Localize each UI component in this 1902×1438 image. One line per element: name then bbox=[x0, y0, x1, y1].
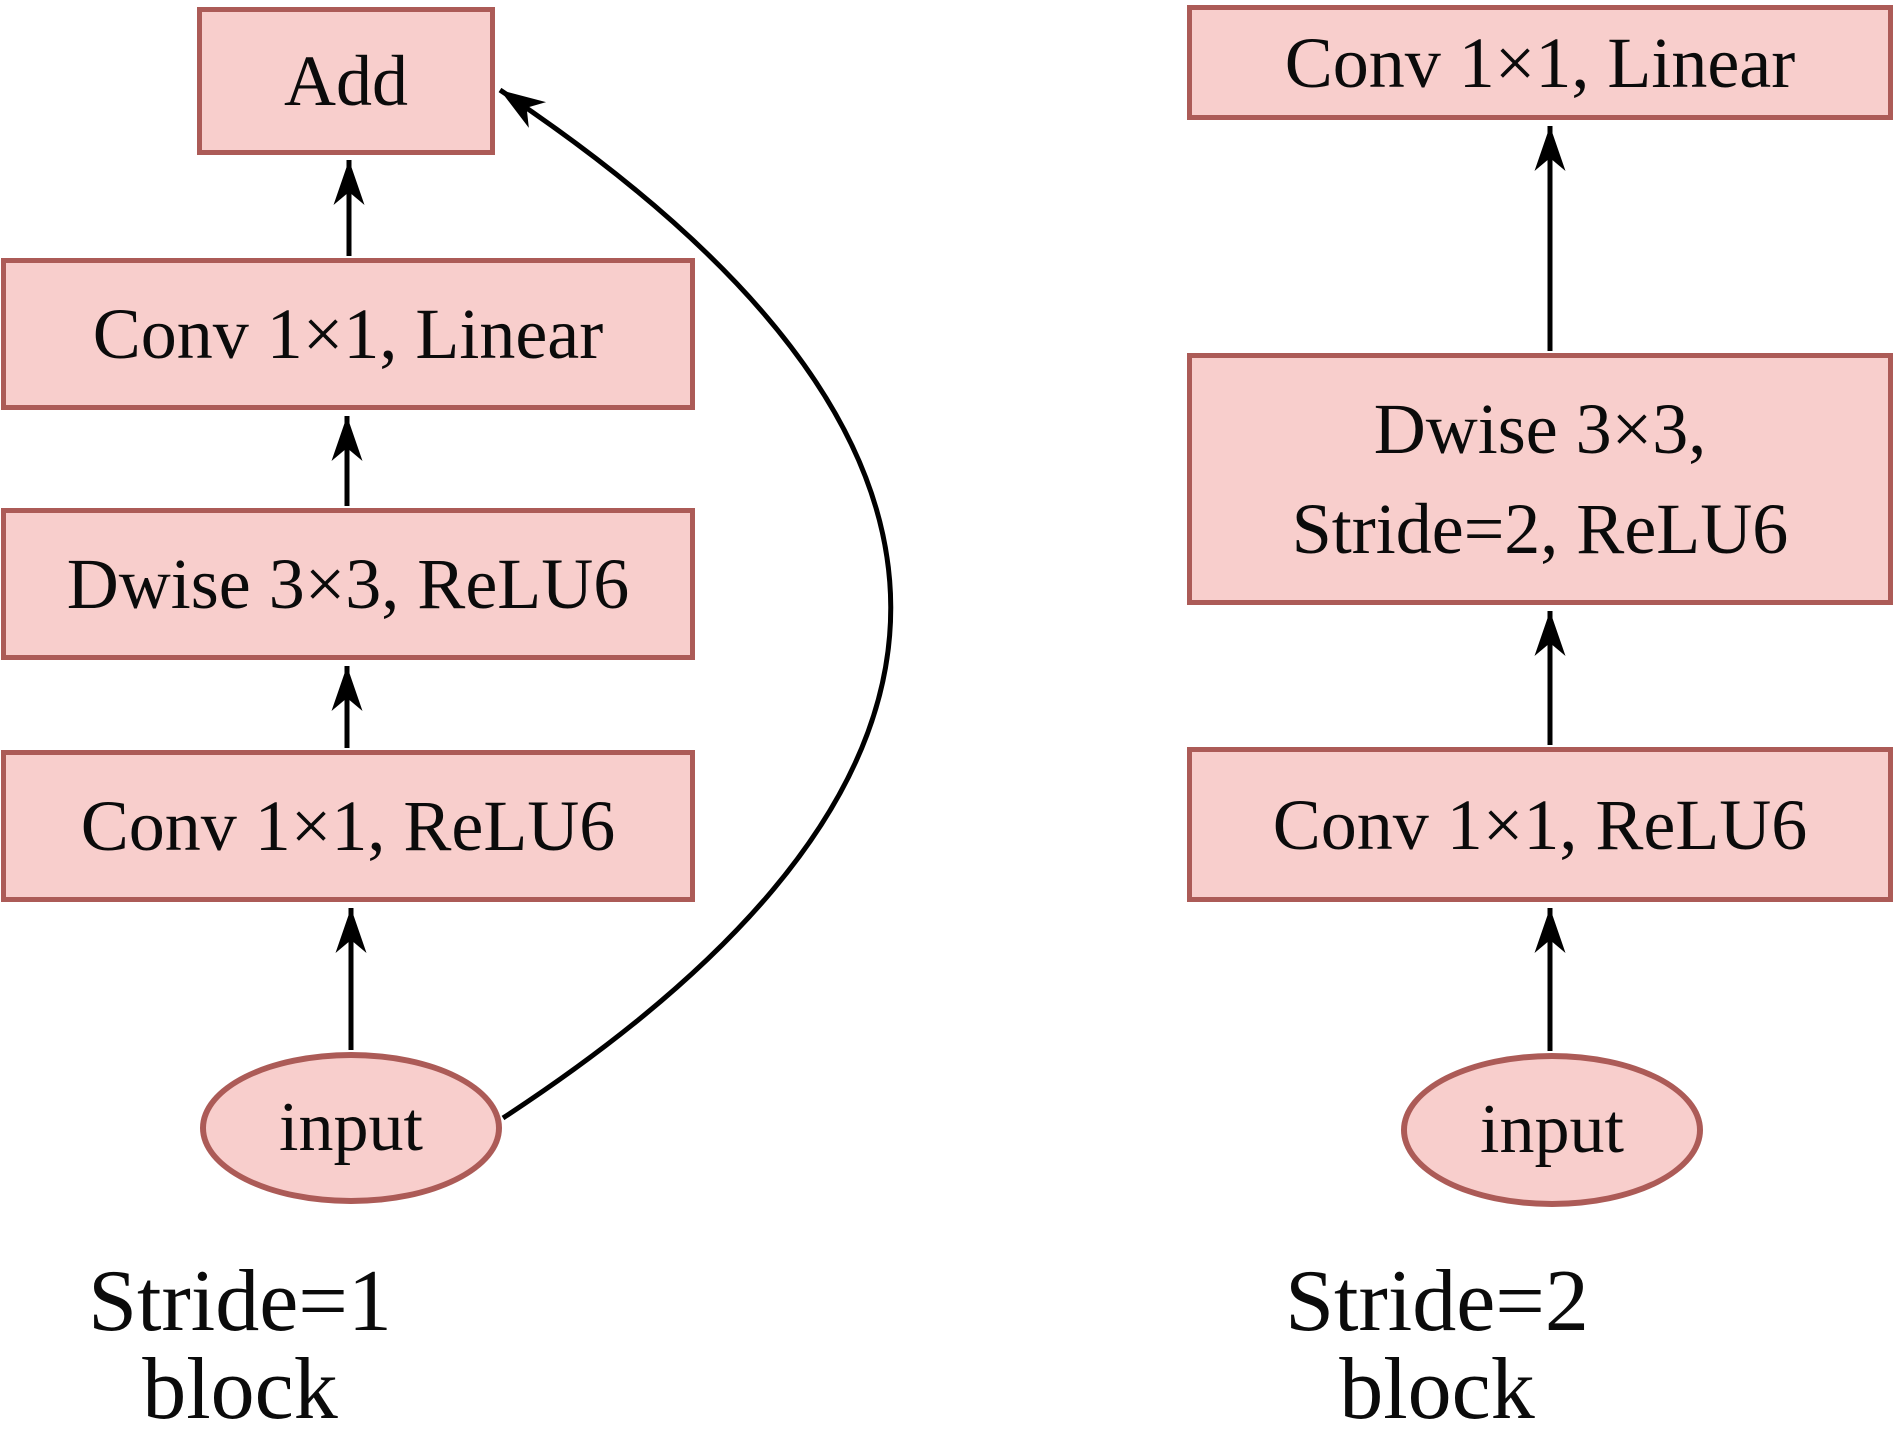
conv-linear-label-right: Conv 1×1, Linear bbox=[1284, 22, 1796, 103]
input-ellipse-right: input bbox=[1401, 1053, 1703, 1207]
dwise-label-right: Dwise 3×3, Stride=2, ReLU6 bbox=[1292, 393, 1789, 565]
input-ellipse-left: input bbox=[200, 1052, 502, 1204]
conv-relu-node-right: Conv 1×1, ReLU6 bbox=[1187, 747, 1893, 902]
add-label: Add bbox=[284, 41, 408, 121]
diagram-canvas: Add Conv 1×1, Linear Dwise 3×3, ReLU6 Co… bbox=[1, 5, 1893, 1434]
dwise-label-right-line2: Stride=2, ReLU6 bbox=[1291, 489, 1789, 569]
skip-connection-curve bbox=[498, 87, 894, 1121]
dwise-label-left: Dwise 3×3, ReLU6 bbox=[66, 544, 630, 624]
conv-linear-node-right: Conv 1×1, Linear bbox=[1187, 5, 1893, 120]
input-label-left: input bbox=[279, 1089, 423, 1166]
dwise-node-right: Dwise 3×3, Stride=2, ReLU6 bbox=[1187, 353, 1893, 605]
add-node: Add bbox=[197, 7, 495, 155]
arrow-layer bbox=[331, 87, 1566, 1121]
input-label-right: input bbox=[1480, 1091, 1624, 1168]
conv-relu-label-right: Conv 1×1, ReLU6 bbox=[1272, 784, 1808, 865]
conv-linear-label-left: Conv 1×1, Linear bbox=[92, 294, 604, 374]
dwise-node-left: Dwise 3×3, ReLU6 bbox=[1, 508, 695, 660]
conv-relu-label-left: Conv 1×1, ReLU6 bbox=[80, 786, 616, 866]
conv-relu-node-left: Conv 1×1, ReLU6 bbox=[1, 750, 695, 902]
caption-stride1-block: Stride=1 block bbox=[88, 1253, 392, 1438]
caption-stride2-block: Stride=2 block bbox=[1285, 1253, 1589, 1438]
dwise-label-right-line1: Dwise 3×3, bbox=[1373, 389, 1707, 469]
conv-linear-node-left: Conv 1×1, Linear bbox=[1, 258, 695, 410]
